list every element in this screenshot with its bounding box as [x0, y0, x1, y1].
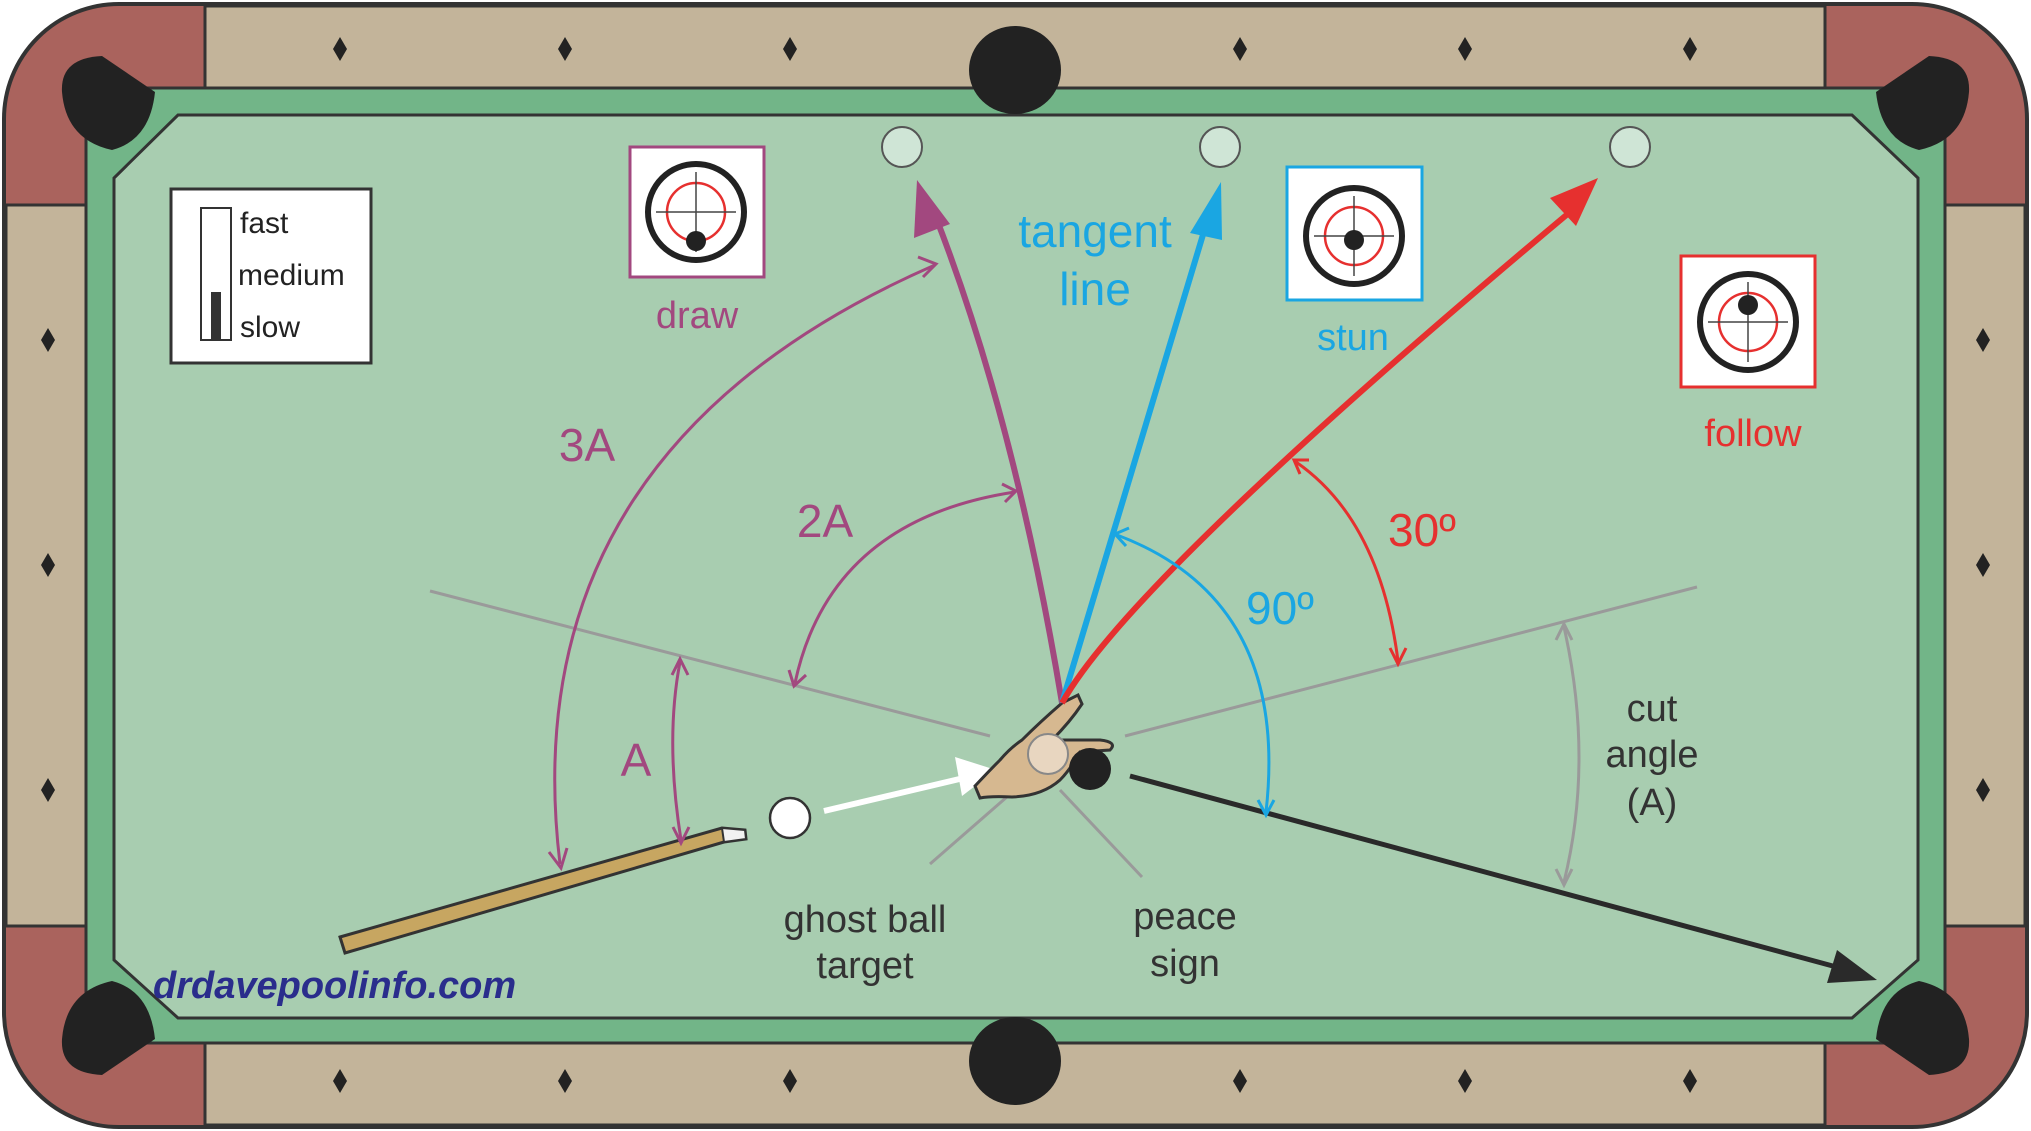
arc-2a — [787, 482, 1019, 689]
object-ball — [1069, 748, 1111, 790]
arc-90 — [1112, 526, 1276, 819]
diamond-icon — [333, 37, 347, 61]
diamonds — [41, 37, 1990, 1093]
diamond-icon — [783, 37, 797, 61]
pocket-icon — [61, 56, 156, 150]
angle-2a-label: 2A — [797, 495, 854, 547]
target-ball-stun — [1199, 126, 1241, 168]
diamond-icon — [333, 1069, 347, 1093]
diamond-icon — [558, 1069, 572, 1093]
diamond-icon — [1976, 778, 1990, 802]
target-ball-follow — [1609, 126, 1651, 168]
ghost-ball-label-line2: target — [816, 945, 914, 987]
diamond-icon — [1233, 37, 1247, 61]
follow-label: follow — [1704, 413, 1802, 455]
ghost-ball-label-line1: ghost ball — [784, 899, 947, 941]
peace-sign-label-line2: sign — [1150, 943, 1220, 985]
diamond-icon — [1458, 1069, 1472, 1093]
arc-3a — [547, 255, 939, 872]
angle-30-label: 30º — [1388, 504, 1456, 556]
tangent-label-line1: tangent — [1018, 205, 1172, 257]
hand-peace-sign-icon — [973, 692, 1114, 800]
pocket-icon — [969, 1017, 1061, 1105]
reference-line-right — [1124, 585, 1698, 738]
angle-3a-label: 3A — [559, 419, 616, 471]
reference-line-left — [429, 589, 991, 738]
cue-stick-icon — [338, 826, 748, 955]
object-ball-path — [1129, 773, 1877, 983]
target-ball-draw — [881, 126, 923, 168]
cut-angle-label-line3: (A) — [1627, 782, 1678, 824]
reference-lines — [429, 585, 1698, 879]
angle-90-label: 90º — [1246, 582, 1314, 634]
stun-label: stun — [1317, 317, 1389, 359]
cue-tip-target-icon — [1285, 165, 1424, 302]
cue-ball — [768, 796, 812, 840]
pocket-icon — [969, 26, 1061, 114]
diamond-icon — [1976, 553, 1990, 577]
stun-path — [1059, 182, 1222, 704]
pocket-icon — [1876, 56, 1970, 150]
speed-bar-fill — [211, 292, 221, 340]
arc-30 — [1291, 458, 1408, 668]
cue-ball-direction-arrow — [823, 757, 996, 814]
cue-tip-target-icon — [628, 145, 766, 279]
cut-angle-label-line2: angle — [1606, 734, 1699, 776]
pockets — [61, 26, 1970, 1105]
speed-slow-label: slow — [240, 311, 300, 344]
draw-path — [914, 180, 1065, 704]
diamond-icon — [1233, 1069, 1247, 1093]
website-label: drdavepoolinfo.com — [153, 965, 516, 1007]
diamond-icon — [41, 553, 55, 577]
speed-fast-label: fast — [240, 207, 289, 240]
cut-angle-label-line1: cut — [1627, 688, 1678, 730]
speed-medium-label: medium — [238, 259, 345, 292]
pocket-icon — [1876, 981, 1970, 1075]
diamond-icon — [1683, 1069, 1697, 1093]
diamond-icon — [41, 328, 55, 352]
peace-sign-label-line1: peace — [1133, 896, 1237, 938]
speed-legend: fast medium slow — [169, 187, 373, 365]
diamond-icon — [1683, 37, 1697, 61]
cut-angle-arc — [1554, 620, 1581, 889]
diamond-icon — [783, 1069, 797, 1093]
cue-tip-target-icon — [1679, 254, 1817, 389]
draw-label: draw — [656, 295, 739, 337]
angle-a-label: A — [621, 734, 652, 786]
ghost-ball — [1027, 733, 1069, 775]
pocket-icon — [61, 981, 156, 1075]
felt — [112, 113, 1920, 1020]
follow-path — [1059, 178, 1598, 705]
diamond-icon — [41, 778, 55, 802]
diamond-icon — [1976, 328, 1990, 352]
peace-sign-pointer — [1058, 788, 1144, 879]
tangent-label-line2: line — [1059, 263, 1131, 315]
arc-a — [670, 655, 691, 847]
diamond-icon — [1458, 37, 1472, 61]
diamond-icon — [558, 37, 572, 61]
